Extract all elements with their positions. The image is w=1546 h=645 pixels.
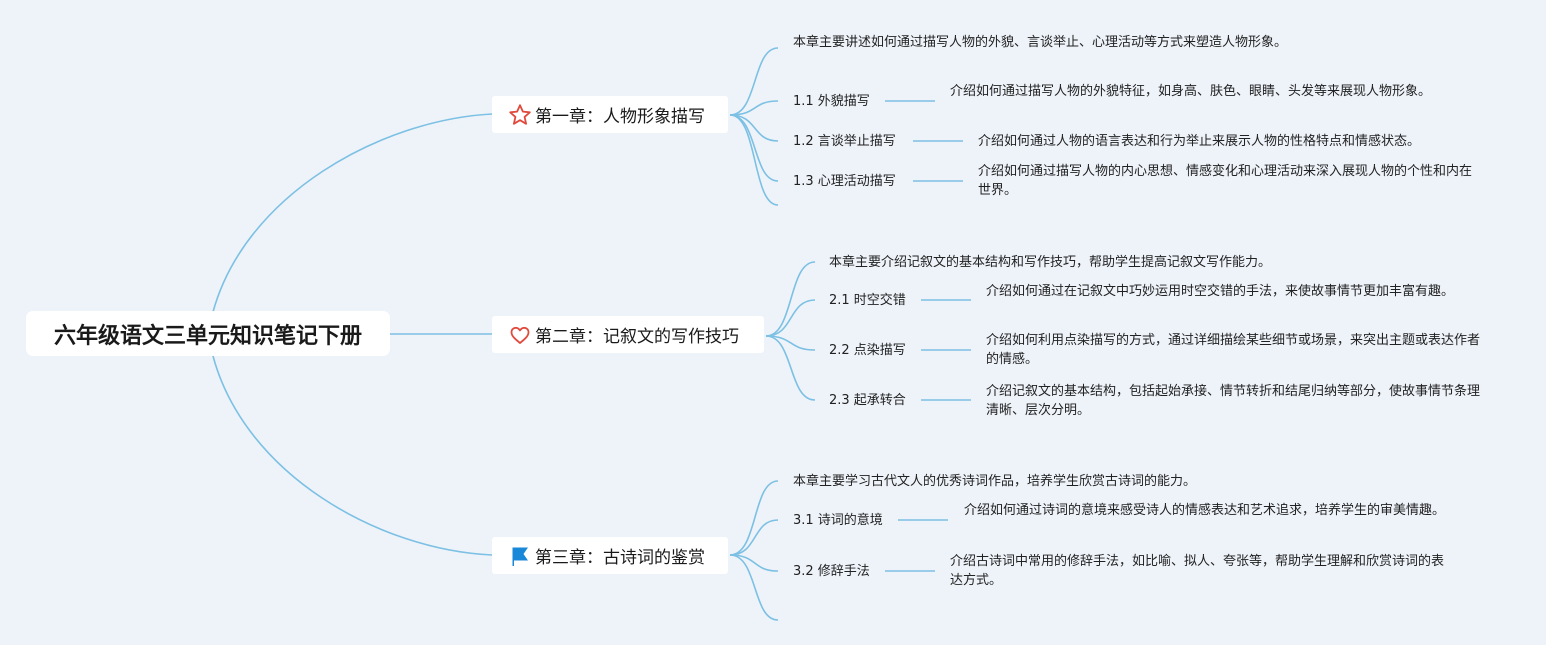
flag-icon	[508, 544, 532, 568]
ch1-branch-2	[729, 114, 779, 142]
chapter-3-section-1[interactable]: 3.1 诗词的意境	[793, 513, 883, 528]
chapter-2-section-1[interactable]: 2.1 时空交错	[829, 293, 906, 308]
root-topic[interactable]: 六年级语文三单元知识笔记下册	[26, 311, 390, 356]
chapter-3-intro: 本章主要学习古代文人的优秀诗词作品，培养学生欣赏古诗词的能力。	[793, 474, 1197, 489]
chapter-2-section-3-desc: 介绍记叙文的基本结构，包括起始承接、情节转折和结尾归纳等部分，使故事情节条理清晰…	[986, 384, 1481, 418]
ch2-branch-3	[765, 335, 816, 401]
root-to-chapter-3-line	[212, 355, 493, 556]
chapter-1-node[interactable]: 第一章：人物形象描写	[492, 96, 728, 133]
ch3-branch-1	[729, 519, 779, 556]
chapter-1-title: 第一章：人物形象描写	[535, 107, 705, 127]
ch1-branch-3	[729, 114, 779, 182]
chapter-1-section-1-desc: 介绍如何通过描写人物的外貌特征，如身高、肤色、眼睛、头发等来展现人物形象。	[950, 84, 1432, 99]
chapter-3-title: 第三章：古诗词的鉴赏	[535, 548, 705, 568]
chapter-3-section-2[interactable]: 3.2 修辞手法	[793, 564, 870, 579]
ch3-branch-intro	[729, 480, 779, 556]
chapter-1-section-2[interactable]: 1.2 言谈举止描写	[793, 134, 896, 149]
chapter-2-intro: 本章主要介绍记叙文的基本结构和写作技巧，帮助学生提高记叙文写作能力。	[829, 255, 1272, 270]
root-title: 六年级语文三单元知识笔记下册	[53, 323, 362, 349]
ch3-branch-2	[729, 554, 779, 572]
chapter-2-section-3[interactable]: 2.3 起承转合	[829, 393, 906, 408]
chapter-3-section-1-desc: 介绍如何通过诗词的意境来感受诗人的情感表达和艺术追求，培养学生的审美情趣。	[964, 503, 1446, 518]
chapter-2-section-2-desc: 介绍如何利用点染描写的方式，通过详细描绘某些细节或场景，来突出主题或表达作者的情…	[986, 333, 1481, 367]
root-to-chapter-1-line	[212, 113, 493, 313]
chapter-1-section-1[interactable]: 1.1 外貌描写	[793, 94, 870, 109]
chapter-1-intro: 本章主要讲述如何通过描写人物的外貌、言谈举止、心理活动等方式来塑造人物形象。	[793, 35, 1288, 50]
chapter-2-section-2[interactable]: 2.2 点染描写	[829, 343, 906, 358]
chapter-1-section-3[interactable]: 1.3 心理活动描写	[793, 174, 896, 189]
star-icon	[508, 103, 532, 127]
ch3-branch-end	[729, 554, 779, 621]
chapter-3-node[interactable]: 第三章：古诗词的鉴赏	[492, 537, 728, 574]
ch1-branch-end	[729, 114, 779, 206]
ch1-branch-intro	[729, 47, 779, 116]
chapter-3-section-2-desc: 介绍古诗词中常用的修辞手法，如比喻、拟人、夸张等，帮助学生理解和欣赏诗词的表达方…	[950, 554, 1445, 588]
ch2-branch-intro	[765, 261, 816, 337]
heart-icon	[508, 323, 532, 347]
chapter-1-section-3-desc: 介绍如何通过描写人物的内心思想、情感变化和心理活动来深入展现人物的个性和内在世界…	[978, 164, 1473, 198]
ch2-branch-2	[765, 335, 816, 351]
ch1-branch-1	[729, 100, 779, 116]
chapter-2-title: 第二章：记叙文的写作技巧	[535, 327, 739, 347]
chapter-2-section-1-desc: 介绍如何通过在记叙文中巧妙运用时空交错的手法，来使故事情节更加丰富有趣。	[986, 284, 1455, 299]
chapter-1-section-2-desc: 介绍如何通过人物的语言表达和行为举止来展示人物的性格特点和情感状态。	[978, 134, 1421, 149]
ch2-branch-1	[765, 299, 816, 337]
chapter-2-node[interactable]: 第二章：记叙文的写作技巧	[492, 316, 764, 353]
